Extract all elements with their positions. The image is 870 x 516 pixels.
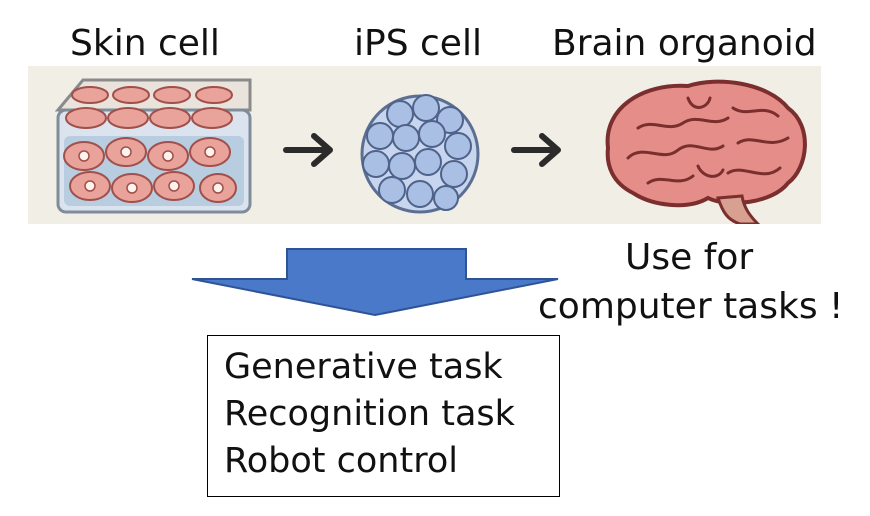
ips-cell-label: iPS cell <box>354 23 482 64</box>
right-arrow-icon <box>283 133 333 167</box>
computer-tasks-label: computer tasks ! <box>538 286 844 327</box>
down-arrow-icon <box>191 248 559 317</box>
task-item: Recognition task <box>224 394 515 434</box>
skin-cell-dish-icon <box>54 78 252 214</box>
task-list-box: Generative task Recognition task Robot c… <box>207 335 560 497</box>
task-item: Robot control <box>224 441 458 481</box>
right-arrow-icon <box>511 133 561 167</box>
brain-organoid-label: Brain organoid <box>552 23 817 64</box>
task-item: Generative task <box>224 347 503 387</box>
skin-cell-label: Skin cell <box>70 23 220 64</box>
use-for-label: Use for <box>625 237 754 278</box>
process-illustration <box>28 66 821 224</box>
brain-organoid-icon <box>605 79 807 224</box>
ips-cell-cluster-icon <box>360 94 480 214</box>
